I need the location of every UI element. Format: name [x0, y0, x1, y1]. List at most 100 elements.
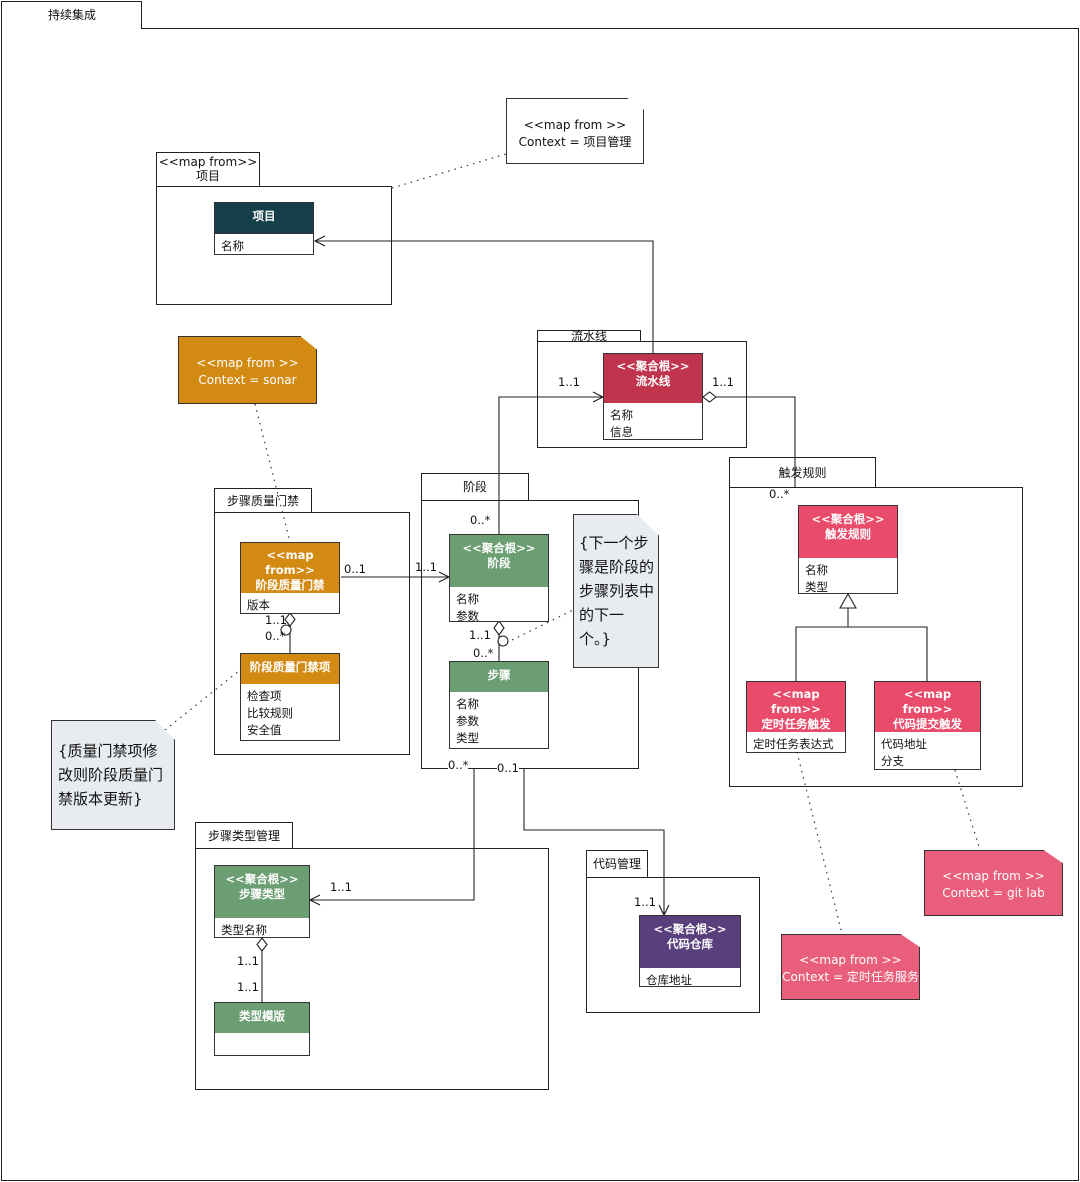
- frame-border: [1, 28, 1079, 1181]
- class-attribute: 仓库地址: [646, 973, 692, 987]
- class-step-type[interactable]: <<聚合根>> 步骤类型 类型名称: [214, 865, 310, 938]
- class-pipeline-attrs: 名称 信息: [604, 403, 702, 445]
- note-anchor-step-rule: [511, 609, 574, 641]
- aggregation-diamond-gate: [284, 612, 296, 627]
- class-attribute: 类型: [456, 731, 479, 745]
- class-commit-trigger[interactable]: <<map from>> 代码提交触发 代码地址 分支: [874, 681, 981, 770]
- class-attribute: 版本: [247, 598, 270, 612]
- class-timer-header: <<map from>> 定时任务触发: [747, 682, 845, 732]
- class-attribute: 类型名称: [221, 923, 267, 937]
- multiplicity-label: 0..*: [448, 758, 469, 772]
- note-anchor-timer: [796, 751, 843, 935]
- aggregation-diamond-stage: [493, 620, 505, 636]
- link-timer-generalization: [795, 626, 928, 681]
- note-sonar[interactable]: <<map from >> Context = sonar: [178, 336, 317, 404]
- class-trigger[interactable]: <<聚合根>> 触发规则 名称 类型: [798, 505, 898, 594]
- class-stage-header: <<聚合根>> 阶段: [450, 535, 548, 587]
- class-pipeline[interactable]: <<聚合根>> 流水线 名称 信息: [603, 353, 703, 440]
- aggregation-diamond-pipeline: [702, 391, 717, 403]
- class-commit-header: <<map from>> 代码提交触发: [875, 682, 980, 732]
- package-tab-steptype: 步骤类型管理: [195, 822, 293, 849]
- class-attribute: 参数: [456, 609, 479, 623]
- class-attribute: 信息: [610, 425, 633, 439]
- class-gate-item[interactable]: 阶段质量门禁项 检查项 比较规则 安全值: [240, 653, 340, 741]
- multiplicity-label: 1..1: [558, 375, 580, 389]
- class-step-header: 步骤: [450, 662, 548, 692]
- class-attribute: 名称: [456, 592, 479, 606]
- class-repo-header: <<聚合根>> 代码仓库: [640, 916, 740, 968]
- note-anchor-sonar: [254, 403, 291, 543]
- class-step-type-header: <<聚合根>> 步骤类型: [215, 866, 309, 918]
- class-step[interactable]: 步骤 名称 参数 类型: [449, 661, 549, 749]
- class-attribute: 名称: [610, 408, 633, 422]
- class-attribute: 比较规则: [247, 706, 293, 720]
- class-stage-gate-header: <<map from>> 阶段质量门禁: [241, 543, 339, 593]
- class-attribute: 定时任务表达式: [753, 737, 834, 751]
- class-type-template-header: 类型模版: [215, 1003, 309, 1033]
- link-step-steptype: [310, 768, 475, 900]
- note-gitlab[interactable]: <<map from >> Context = git lab: [924, 850, 1063, 916]
- class-attribute: 名称: [221, 239, 244, 253]
- note-project[interactable]: <<map from >> Context = 项目管理: [506, 98, 644, 164]
- link-pipeline-project: [315, 241, 654, 353]
- multiplicity-label: 0..*: [769, 487, 790, 501]
- class-attribute: 参数: [456, 714, 479, 728]
- multiplicity-label: 0..1: [497, 761, 519, 775]
- class-attribute: 安全值: [247, 723, 282, 737]
- multiplicity-label: 0..*: [265, 629, 286, 643]
- package-tab-code: 代码管理: [586, 850, 648, 878]
- class-attribute: 名称: [805, 563, 828, 577]
- class-step-type-attrs: 类型名称: [215, 918, 309, 943]
- class-gate-item-attrs: 检查项 比较规则 安全值: [241, 684, 339, 743]
- class-pipeline-header: <<聚合根>> 流水线: [604, 354, 702, 403]
- class-type-template-attrs: [215, 1033, 309, 1041]
- class-attribute: 名称: [456, 697, 479, 711]
- class-trigger-header: <<聚合根>> 触发规则: [799, 506, 897, 558]
- class-stage-gate-attrs: 版本: [241, 593, 339, 618]
- multiplicity-label: 0..*: [473, 646, 494, 660]
- multiplicity-label: 1..1: [415, 560, 437, 574]
- class-repo[interactable]: <<聚合根>> 代码仓库 仓库地址: [639, 915, 741, 987]
- multiplicity-label: 1..1: [237, 980, 259, 994]
- class-stage-gate[interactable]: <<map from>> 阶段质量门禁 版本: [240, 542, 340, 614]
- multiplicity-label: 1..1: [265, 613, 287, 627]
- class-project-header: 项目: [215, 203, 313, 233]
- multiplicity-label: 1..1: [330, 880, 352, 894]
- multiplicity-label: 0..1: [344, 562, 366, 576]
- class-timer-attrs: 定时任务表达式: [747, 732, 845, 757]
- note-timer[interactable]: <<map from >> Context = 定时任务服务: [781, 934, 920, 1000]
- class-attribute: 代码地址: [881, 737, 927, 751]
- class-step-attrs: 名称 参数 类型: [450, 692, 548, 751]
- note-anchor-project: [391, 153, 507, 189]
- multiplicity-label: 1..1: [712, 375, 734, 389]
- frame-title-tab: 持续集成: [1, 1, 142, 29]
- multiplicity-label: 0..*: [470, 513, 491, 527]
- class-attribute: 检查项: [247, 689, 282, 703]
- link-stage-pipeline: [498, 397, 603, 534]
- class-project-attrs: 名称: [215, 233, 313, 259]
- link-pipeline-trigger: [716, 396, 796, 487]
- class-trigger-attrs: 名称 类型: [799, 558, 897, 600]
- package-tab-stage: 阶段: [421, 473, 529, 501]
- class-timer-trigger[interactable]: <<map from>> 定时任务触发 定时任务表达式: [746, 681, 846, 753]
- multiplicity-label: 1..1: [634, 895, 656, 909]
- package-tab-project: <<map from>> 项目: [156, 152, 260, 187]
- composition-circle-stage: [497, 635, 509, 647]
- multiplicity-label: 1..1: [237, 954, 259, 968]
- class-stage-attrs: 名称 参数: [450, 587, 548, 629]
- link-step-repo: [523, 768, 664, 915]
- generalization-triangle: [839, 592, 857, 609]
- class-type-template[interactable]: 类型模版: [214, 1002, 310, 1056]
- class-project[interactable]: 项目 名称: [214, 202, 314, 255]
- note-gate-rule[interactable]: {质量门禁项修改则阶段质量门禁版本更新}: [51, 720, 175, 830]
- composition-circle-gate: [280, 624, 292, 636]
- multiplicity-label: 1..1: [469, 628, 491, 642]
- class-commit-attrs: 代码地址 分支: [875, 732, 980, 774]
- note-step-rule[interactable]: {下一个步骤是阶段的步骤列表中的下一个。}: [573, 514, 659, 668]
- aggregation-diamond-steptype: [256, 937, 268, 952]
- class-attribute: 类型: [805, 580, 828, 594]
- class-stage[interactable]: <<聚合根>> 阶段 名称 参数: [449, 534, 549, 623]
- frame-title: 持续集成: [48, 8, 97, 22]
